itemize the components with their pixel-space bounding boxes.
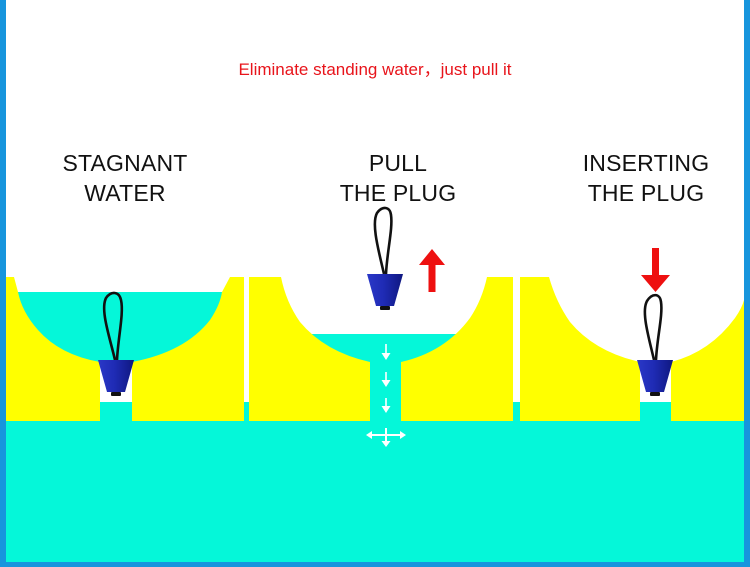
reservoir-water [0,421,750,567]
arrow-up-icon [419,249,445,292]
flow-down-arrows [381,344,391,413]
diagram-title: Eliminate standing water，just pull it [238,60,512,79]
gap-water [244,402,250,422]
drain-plug-icon [637,293,673,396]
ground-right [671,300,744,421]
panel-stagnant-water [6,277,244,422]
drain-water [640,402,671,422]
label-line: INSERTING [582,150,710,176]
gap-water [513,402,520,422]
drain-plug-icon [98,291,134,396]
panel-inserting-the-plug [520,248,744,422]
ground-right [401,277,513,421]
panel-label-stagnant-water: STAGNANT WATER [30,148,220,208]
ground-left [249,277,370,421]
flow-arrow [381,344,391,360]
panel-label-pull-the-plug: PULL THE PLUG [300,148,496,208]
drain-plug-icon [367,206,403,310]
ground-left [6,277,100,421]
label-line: PULL [368,150,428,176]
arrow-down-icon [641,248,670,292]
flow-arrow [381,398,391,413]
ground-right [132,277,244,421]
drain-water [370,360,401,422]
ground-left [520,277,640,421]
label-line: THE PLUG [587,180,705,206]
label-line: THE PLUG [339,180,457,206]
flow-arrow [381,372,391,387]
spread-arrows-icon [366,428,406,447]
label-line: WATER [84,180,166,206]
panel-pull-the-plug [249,206,513,447]
label-line: STAGNANT [62,150,188,176]
panel-label-inserting-the-plug: INSERTING THE PLUG [548,148,744,208]
drain-water [100,402,132,422]
